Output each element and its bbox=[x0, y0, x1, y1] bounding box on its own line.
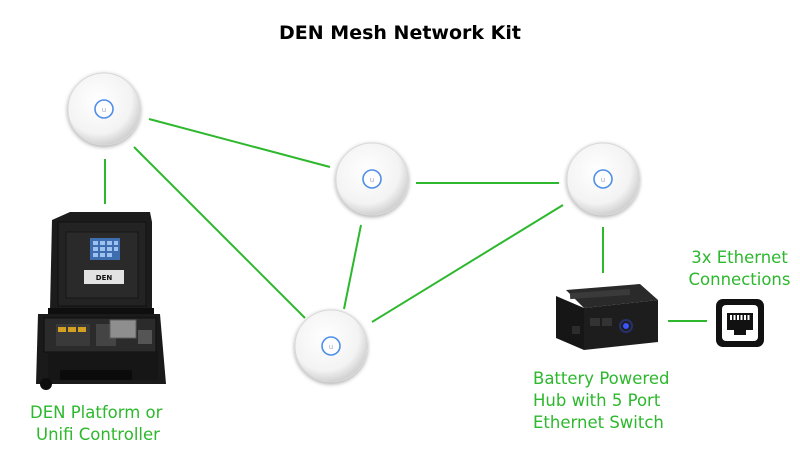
link-ap-2-ap-4 bbox=[343, 224, 362, 310]
access-point-1: u bbox=[67, 72, 141, 146]
ethernet-label-line-1: 3x Ethernet bbox=[691, 248, 788, 267]
hub-label-line-1: Battery Powered bbox=[533, 369, 670, 388]
diagram-title: DEN Mesh Network Kit bbox=[279, 22, 521, 44]
hub-label-line-3: Ethernet Switch bbox=[533, 413, 664, 432]
svg-text:u: u bbox=[102, 106, 106, 114]
hub-label-line-2: Hub with 5 Port bbox=[533, 391, 661, 410]
battery-hub-case-icon bbox=[556, 284, 658, 350]
access-point-icon: u bbox=[566, 142, 640, 216]
access-point-icon: u bbox=[67, 72, 141, 146]
ethernet-port bbox=[716, 299, 764, 347]
den-platform: DEN bbox=[36, 212, 166, 390]
case-badge: DEN bbox=[96, 274, 113, 282]
rolling-case-icon: DEN bbox=[36, 212, 166, 390]
link-layer bbox=[104, 118, 707, 323]
battery-hub bbox=[556, 284, 658, 350]
access-point-icon: u bbox=[294, 309, 368, 383]
svg-text:u: u bbox=[329, 343, 333, 351]
svg-text:u: u bbox=[601, 176, 605, 184]
link-ap-1-ap-2 bbox=[148, 118, 331, 168]
platform-label-line-2: Unifi Controller bbox=[36, 425, 160, 444]
ethernet-port-icon bbox=[716, 299, 764, 347]
platform-label: DEN Platform or Unifi Controller bbox=[30, 402, 190, 446]
platform-label-line-1: DEN Platform or bbox=[30, 403, 163, 422]
access-point-3: u bbox=[566, 142, 640, 216]
access-point-2: u bbox=[335, 142, 409, 216]
access-point-4: u bbox=[294, 309, 368, 383]
access-point-icon: u bbox=[335, 142, 409, 216]
link-ap-3-ap-4 bbox=[371, 204, 564, 323]
ethernet-label-line-2: Connections bbox=[688, 270, 791, 289]
hub-label: Battery Powered Hub with 5 Port Ethernet… bbox=[533, 368, 703, 434]
link-ap-1-ap-4 bbox=[133, 146, 306, 319]
ethernet-label: 3x Ethernet Connections bbox=[682, 247, 797, 291]
svg-text:u: u bbox=[370, 176, 374, 184]
